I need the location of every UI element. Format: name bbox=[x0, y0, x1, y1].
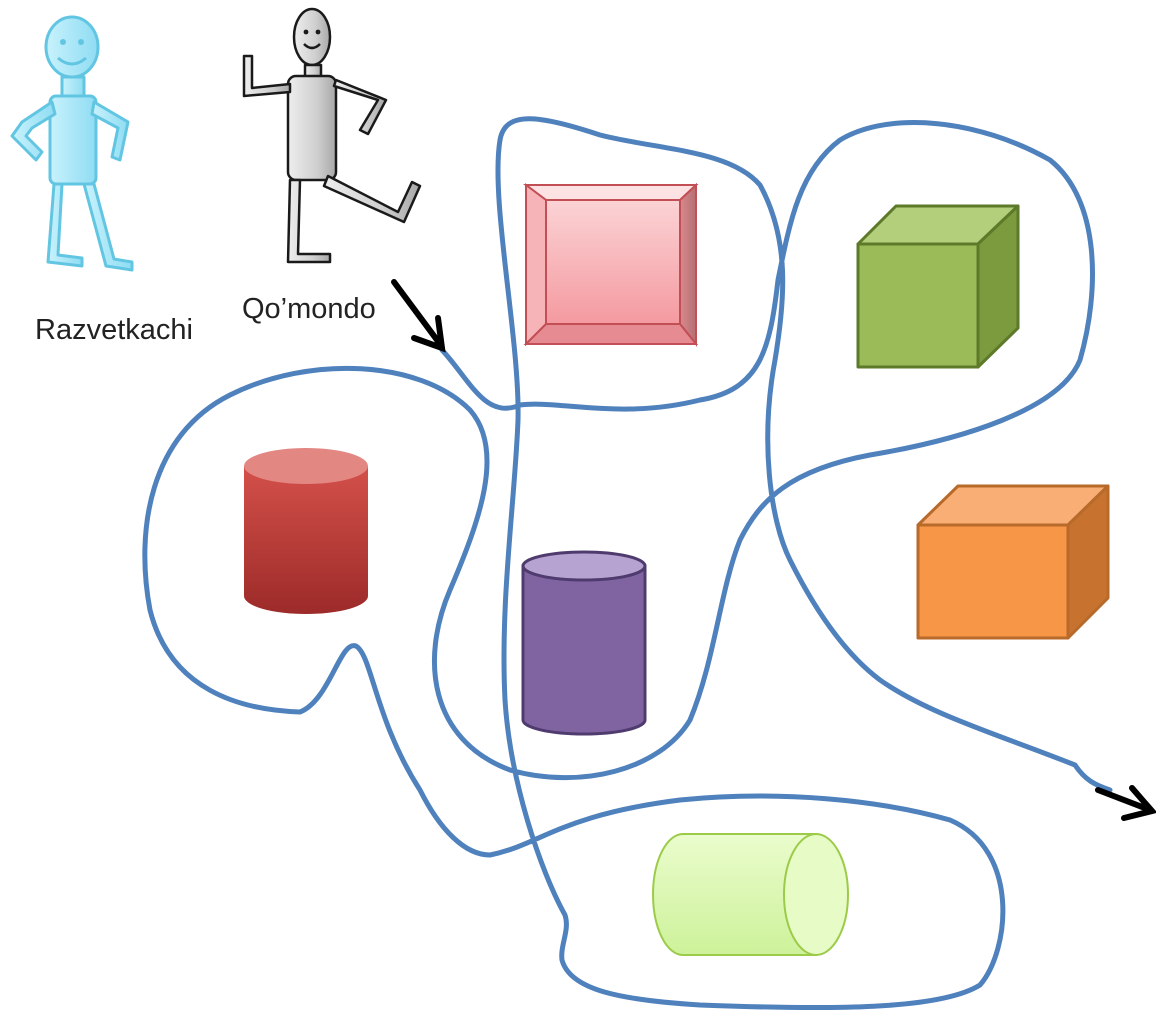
start-arrow bbox=[391, 279, 446, 353]
route-path bbox=[142, 116, 1113, 1011]
commander-figure bbox=[242, 7, 422, 264]
end-arrow bbox=[1095, 785, 1156, 821]
light-green-cylinder bbox=[652, 833, 849, 956]
pink-box bbox=[523, 182, 699, 347]
green-cube bbox=[856, 204, 1020, 369]
red-cylinder bbox=[244, 448, 368, 614]
commander-label: Qo’mondo bbox=[242, 293, 376, 325]
purple-cylinder bbox=[521, 550, 647, 736]
orange-cube bbox=[916, 484, 1110, 640]
scout-figure bbox=[10, 15, 134, 272]
scout-label: Razvetkachi bbox=[35, 314, 193, 346]
